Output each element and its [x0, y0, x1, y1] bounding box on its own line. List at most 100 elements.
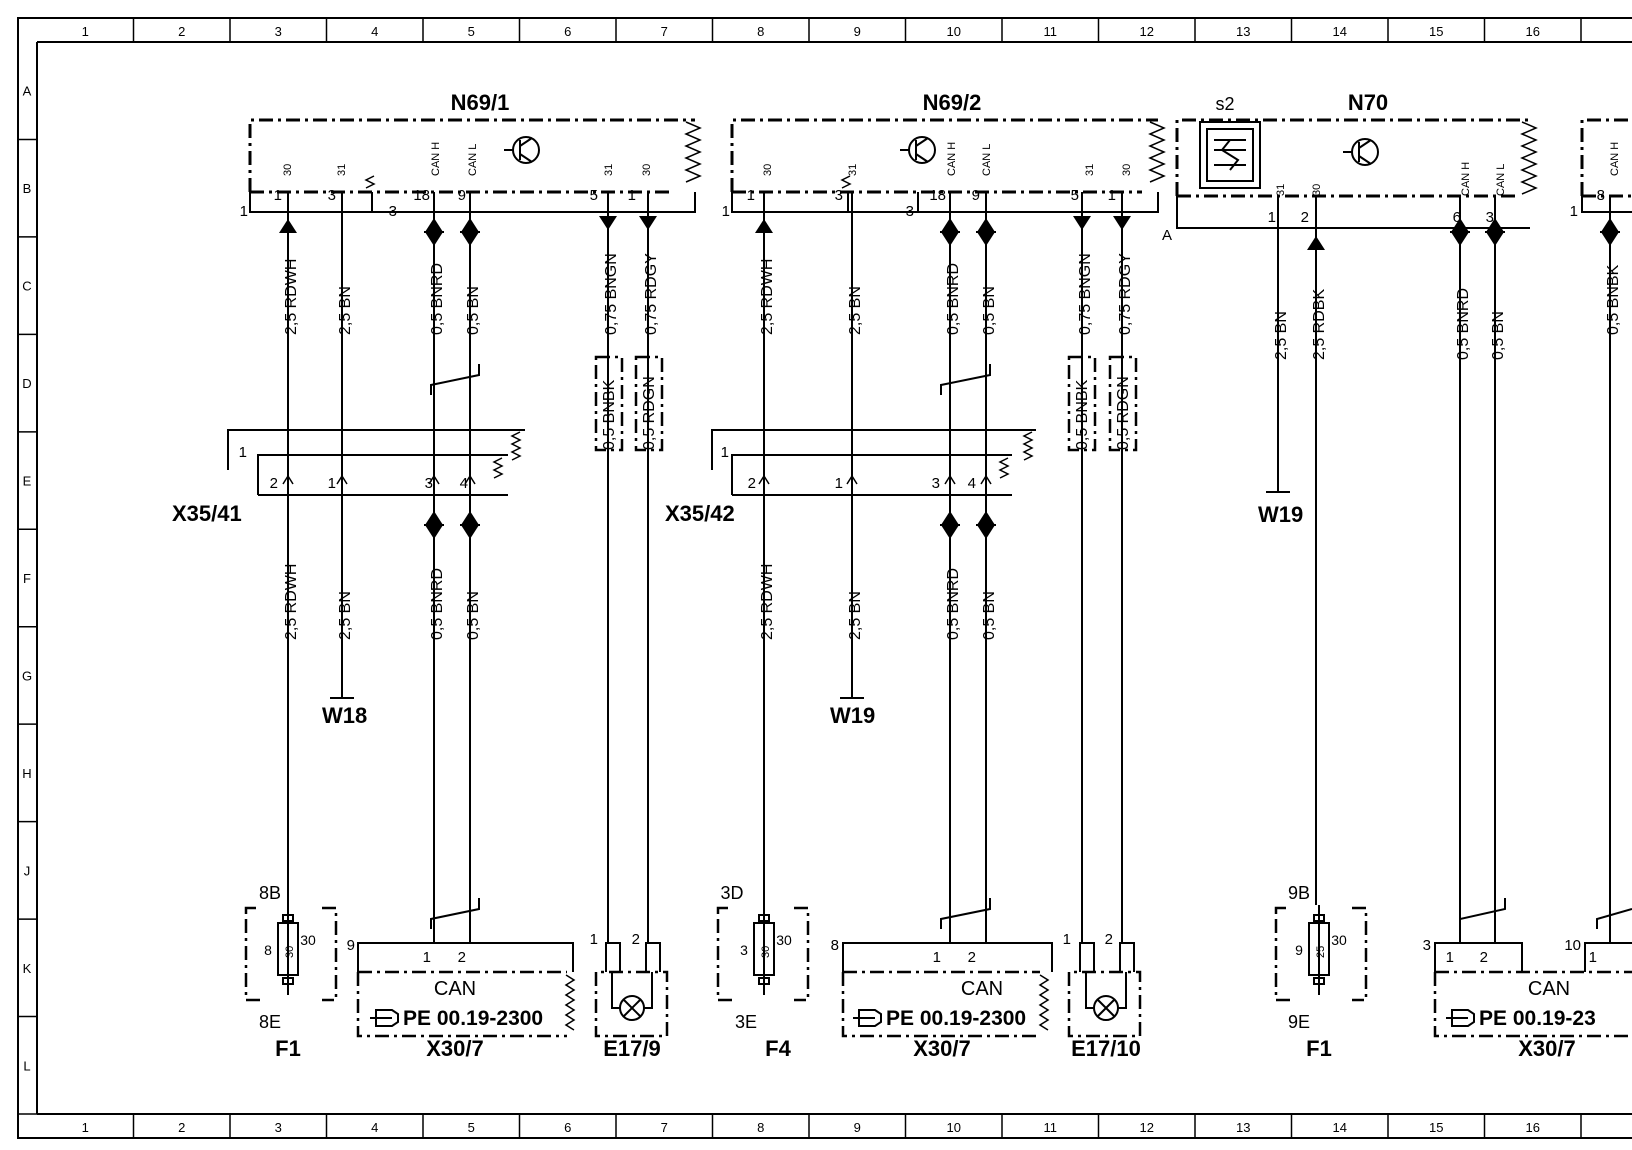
- pin-number: 1: [933, 949, 941, 966]
- arrow-up-icon: [279, 219, 297, 233]
- pass-through-mark: [336, 474, 348, 485]
- pin-signal: 31: [847, 164, 859, 176]
- ruler-column-label: 1: [82, 1120, 89, 1135]
- ruler-column-label: 2: [178, 24, 185, 39]
- fuse-name: F1: [1306, 1036, 1332, 1061]
- ruler-row-label: K: [23, 961, 32, 976]
- wire-label: 0,5 BNRD: [429, 263, 446, 335]
- wire-label: 0,5 BN: [1490, 311, 1507, 360]
- pin-number: 4: [460, 475, 468, 492]
- ruler-row-label: E: [23, 474, 32, 489]
- module-n69-1: N69/1 1 3 1 3 18 9 5 1 30 31 CAN H CAN L…: [240, 90, 702, 220]
- module-label-n69-2: N69/2: [923, 90, 982, 115]
- connector-pin: 1: [240, 203, 248, 220]
- ruler-column-label: 8: [757, 24, 764, 39]
- arrow-down-icon: [1486, 232, 1504, 246]
- wire-label: 0,5 BN: [981, 286, 998, 335]
- can-box-a: 9 1 2 CAN PE 00.19-2300 X30/7: [347, 937, 576, 1061]
- fuse-name: F1: [275, 1036, 301, 1061]
- fuse-top-label: 8B: [259, 883, 281, 903]
- wire-label: 0,75 RDGY: [1117, 253, 1134, 335]
- fuse-top-label: 9B: [1288, 883, 1310, 903]
- arrow-up-icon: [461, 511, 479, 525]
- arrow-down-icon: [461, 525, 479, 539]
- wire-label: 0,5 BNRD: [429, 568, 446, 640]
- pin-signal: 30: [282, 164, 294, 176]
- module-label-n69-1: N69/1: [451, 90, 510, 115]
- ruler-row-label: F: [23, 571, 31, 586]
- pin-number: 1: [1446, 949, 1454, 966]
- wire-label: 0,5 BN: [465, 286, 482, 335]
- pin-number: 1: [747, 187, 755, 204]
- ruler-column-label: 6: [564, 1120, 571, 1135]
- module-n69-2: N69/2 1 3 1 3 18 9 5 1 30 31 CAN H CAN L…: [722, 90, 1166, 220]
- fuse-rating: 30: [760, 946, 772, 958]
- switch-s2-icon: [1199, 121, 1261, 189]
- pin-number: 2: [632, 931, 640, 948]
- ground-w19: W19: [1258, 502, 1303, 527]
- arrow-down-icon: [1451, 232, 1469, 246]
- arrow-up-icon: [977, 511, 995, 525]
- arrow-up-icon: [1451, 218, 1469, 232]
- pin-number: 9: [972, 187, 980, 204]
- pin-number: 3: [835, 187, 843, 204]
- can-box-title: CAN: [434, 978, 476, 1000]
- ruler-labels: 1122334455667788991010111112121313141415…: [22, 24, 1540, 1135]
- lamp-e17-10: 1 2 E17/10: [1063, 931, 1142, 1061]
- arrow-down-icon: [425, 525, 443, 539]
- wire-label: 2,5 RDWH: [759, 564, 776, 640]
- pin-number: 3: [1486, 209, 1494, 226]
- wire-label: 0,5 BNBK: [1074, 379, 1091, 450]
- ruler-column-label: 4: [371, 24, 378, 39]
- lamp-icon: [1085, 972, 1127, 1021]
- wire-label: 2,5 BN: [1273, 311, 1290, 360]
- fuse-top-label: 3D: [720, 883, 743, 903]
- ruler-column-label: 5: [468, 24, 475, 39]
- ruler-column-label: 13: [1236, 1120, 1250, 1135]
- module-label-n70: N70: [1348, 90, 1388, 115]
- arrow-down-icon: [977, 232, 995, 246]
- wire-label: 2,5 RDWH: [283, 259, 300, 335]
- wire-label: 0,5 BN: [465, 591, 482, 640]
- fuse-f4: 3 30 30 3D 3E F4: [716, 883, 810, 1061]
- pin-number: 1: [590, 931, 598, 948]
- pin-signal: CAN L: [981, 144, 993, 176]
- ruler-row-label: H: [22, 766, 31, 781]
- can-box-b: 8 1 2 CAN PE 00.19-2300 X30/7: [831, 937, 1053, 1061]
- switch-label-s2: s2: [1215, 94, 1234, 114]
- ruler-row-label: A: [23, 84, 32, 99]
- pass-through-mark: [758, 474, 770, 485]
- pin-signal: 31: [603, 164, 615, 176]
- ground-w18: W18: [322, 703, 367, 728]
- pin-number: 1: [721, 444, 729, 461]
- pass-through-mark: [944, 474, 956, 485]
- pin-number: 5: [590, 187, 598, 204]
- wire-labels: 2,5 RDWH 2,5 BN 0,5 BNRD 0,5 BN 0,75 BNGN 0,7…: [283, 253, 1622, 640]
- can-box-reference: PE 00.19-2300: [403, 1007, 543, 1030]
- pin-signal: CAN L: [467, 144, 479, 176]
- ruler-column-label: 3: [275, 1120, 282, 1135]
- pin-number: 2: [748, 475, 756, 492]
- pin-signal: 31: [1084, 164, 1096, 176]
- connector-x35-41: 1 2 1 3 4 X35/41: [172, 429, 525, 526]
- wire-label: 0,75 BNGN: [1077, 253, 1094, 335]
- pass-through-mark: [980, 474, 992, 485]
- pin-number: 8: [1597, 187, 1605, 204]
- connector-pin: 1: [722, 203, 730, 220]
- connector-label-x35-41: X35/41: [172, 501, 242, 526]
- pointing-hand-icon: [1446, 1009, 1475, 1027]
- connector-pin: 3: [389, 203, 397, 220]
- fuse-rating: 25: [1315, 946, 1327, 958]
- pin-number: 1: [1589, 949, 1597, 966]
- wire-label: 2,5 BN: [847, 286, 864, 335]
- can-box-name: X30/7: [426, 1036, 484, 1061]
- ruler-column-label: 14: [1333, 1120, 1347, 1135]
- wire-label: 0,5 BNRD: [945, 263, 962, 335]
- pin-number: 1: [1063, 931, 1071, 948]
- ruler-row-label: J: [24, 863, 31, 878]
- pin-signal: CAN H: [1609, 142, 1621, 176]
- arrow-down-icon: [1073, 216, 1091, 230]
- ruler-column-label: 4: [371, 1120, 378, 1135]
- pin-number: 18: [413, 187, 430, 204]
- fuse-number: 3: [740, 942, 748, 958]
